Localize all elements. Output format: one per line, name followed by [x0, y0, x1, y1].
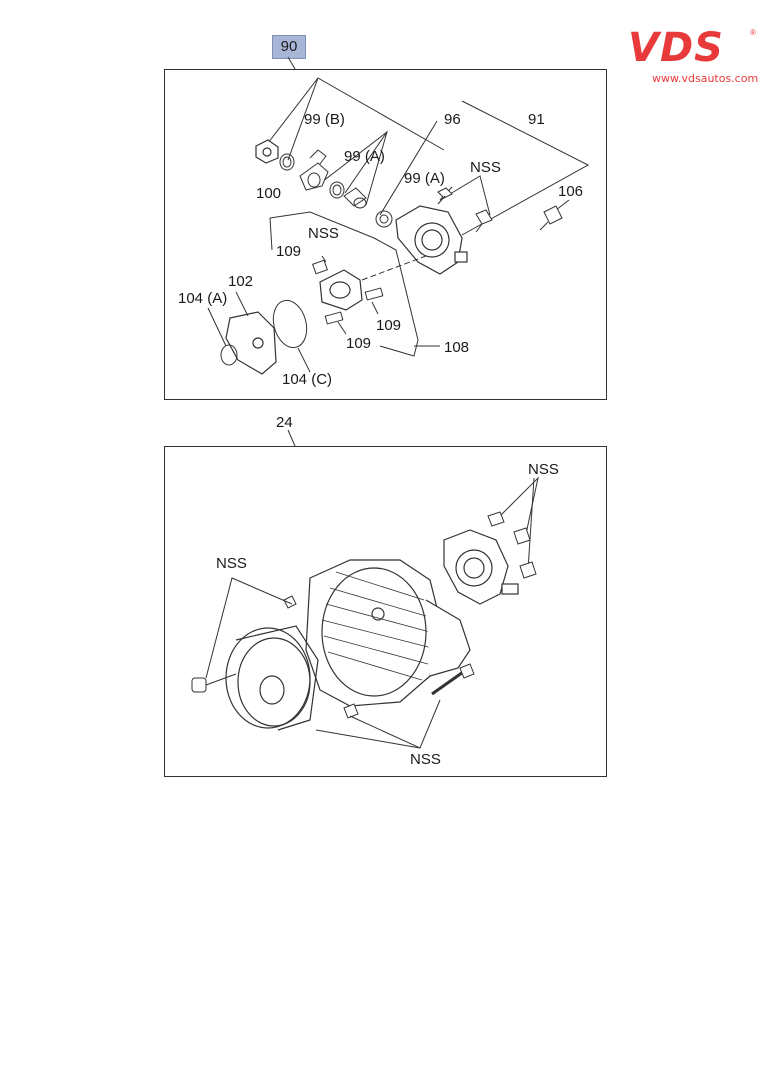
bracket-part-100	[299, 149, 329, 191]
logo-wordmark: VDS	[628, 25, 724, 71]
leader-nss-c-2	[315, 729, 421, 749]
label-102: 102	[228, 273, 253, 290]
label-108: 108	[444, 339, 469, 356]
label-109: 109	[376, 317, 401, 334]
nut-part	[255, 139, 279, 164]
leader-102	[235, 291, 249, 317]
leader-91	[461, 100, 590, 236]
label-109: 109	[346, 335, 371, 352]
brush-part	[364, 287, 384, 301]
label-nss: NSS	[308, 225, 339, 242]
bolt-part	[519, 561, 537, 579]
rear-housing-part	[443, 529, 519, 605]
logo-registered-mark: ®	[750, 28, 756, 37]
label-nss: NSS	[470, 159, 501, 176]
brush-part	[324, 311, 344, 325]
leader-nss-b	[493, 476, 539, 535]
reference-number-box[interactable]: 90	[272, 35, 306, 59]
group-108-outline	[269, 211, 419, 357]
o-ring-large-part	[272, 299, 308, 349]
leader-nss-top	[444, 175, 491, 216]
bolt-part	[513, 527, 531, 545]
leader-99b-2	[287, 77, 319, 161]
o-ring-part	[220, 344, 238, 366]
group-number: 24	[276, 414, 293, 431]
label-nss: NSS	[410, 751, 441, 768]
logo-url: www.vdsautos.com	[652, 72, 759, 85]
label-109: 109	[276, 243, 301, 260]
bolt-part	[487, 511, 505, 527]
leader-99a-2	[344, 131, 388, 194]
end-housing-part	[395, 205, 468, 275]
label-99b: 99 (B)	[304, 111, 345, 128]
cover-plate-part-102	[225, 311, 277, 375]
leader-nss-c	[349, 699, 441, 749]
alternator-frame-part	[305, 559, 471, 707]
group-leader-line	[287, 429, 296, 447]
leader-96	[379, 120, 438, 216]
leader-104c	[297, 347, 311, 373]
label-106: 106	[558, 183, 583, 200]
brush-part	[312, 259, 328, 275]
label-nss: NSS	[528, 461, 559, 478]
label-99a-right: 99 (A)	[404, 170, 445, 187]
bolt-part	[475, 209, 493, 233]
ref-leader-line	[287, 56, 296, 70]
drive-end-housing-part	[225, 625, 319, 731]
leader-104a	[207, 307, 227, 347]
reference-number: 90	[280, 38, 298, 55]
leader-106	[555, 199, 570, 211]
through-bolt-part	[431, 663, 475, 696]
label-96: 96	[444, 111, 461, 128]
vds-logo: VDS ® www.vdsautos.com	[628, 26, 758, 86]
brush-holder-part	[319, 269, 363, 311]
label-91: 91	[528, 111, 545, 128]
alignment-line	[361, 255, 427, 281]
bushing-part	[343, 187, 367, 209]
label-104c: 104 (C)	[282, 371, 332, 388]
label-104a: 104 (A)	[178, 290, 227, 307]
bolt-part	[343, 703, 359, 719]
washer-part	[329, 181, 345, 199]
leader-nss-b-2	[527, 477, 535, 571]
leader-nss-a	[205, 577, 293, 679]
leader-99b	[267, 77, 445, 151]
washer-part	[279, 153, 295, 171]
bolt-part-106	[539, 205, 563, 231]
screw-part	[191, 673, 237, 693]
washer-part	[375, 210, 393, 228]
label-100: 100	[256, 185, 281, 202]
nut-part	[283, 595, 297, 609]
bolt-part	[437, 187, 453, 205]
label-nss: NSS	[216, 555, 247, 572]
label-99a: 99 (A)	[344, 148, 385, 165]
